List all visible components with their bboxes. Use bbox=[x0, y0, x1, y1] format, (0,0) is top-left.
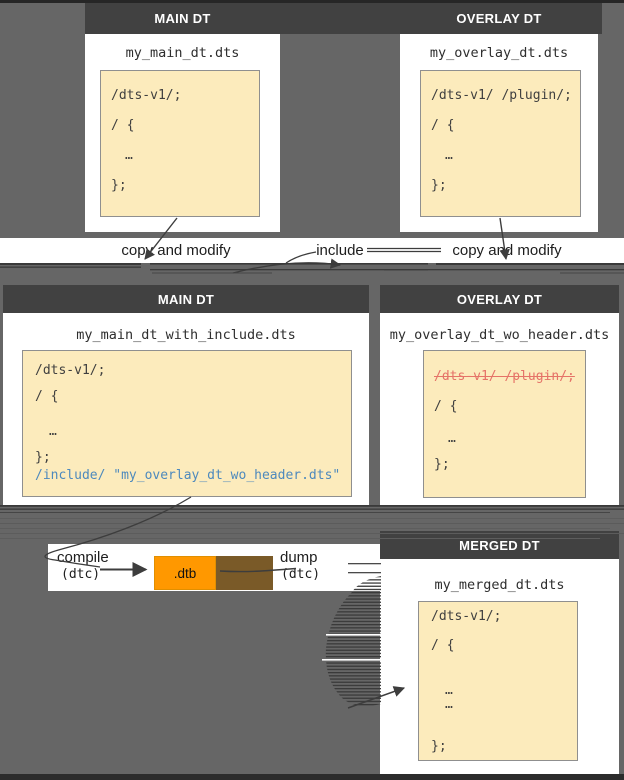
include-label: include bbox=[316, 242, 364, 259]
code-line: }; bbox=[431, 178, 447, 193]
code-line: }; bbox=[35, 450, 51, 465]
code-line: … bbox=[448, 431, 456, 446]
code-line: / { bbox=[431, 118, 455, 133]
code-line: /dts-v1/ /plugin/; bbox=[431, 88, 572, 103]
code-line: / { bbox=[434, 399, 458, 414]
code-line: … bbox=[445, 148, 453, 163]
row1-header-bar: MAIN DT OVERLAY DT bbox=[85, 3, 602, 34]
dump-swirl-cluster bbox=[325, 576, 381, 706]
dtb-file-box: .dtb bbox=[154, 556, 216, 590]
swirl-gap bbox=[326, 634, 381, 636]
row1-overlay-codebox: /dts-v1/ /plugin/; / { … }; bbox=[420, 70, 581, 217]
merged-codebox: /dts-v1/; / { … … }; bbox=[418, 601, 578, 761]
code-line: / { bbox=[35, 389, 59, 404]
top-border-strip bbox=[0, 0, 624, 3]
compile-tool-label: (dtc) bbox=[61, 567, 101, 582]
code-line: }; bbox=[434, 457, 450, 472]
code-line: … bbox=[125, 148, 133, 163]
code-line: / { bbox=[431, 638, 455, 653]
row1-main-codebox: /dts-v1/; / { … }; bbox=[100, 70, 260, 217]
row1-overlay-filename: my_overlay_dt.dts bbox=[429, 45, 569, 61]
include-arrow bbox=[232, 258, 342, 274]
code-line: }; bbox=[111, 178, 127, 193]
copy-and-modify-right-label: copy and modify bbox=[452, 242, 562, 259]
swirl-gap bbox=[322, 659, 381, 661]
row1-main-dt-header: MAIN DT bbox=[154, 11, 211, 26]
code-line: … bbox=[445, 683, 453, 698]
row2-main-header-bar: MAIN DT bbox=[3, 285, 369, 313]
row2-overlay-dt-card: my_overlay_dt_wo_header.dts /dts-v1/ /pl… bbox=[380, 313, 619, 505]
row2-main-dt-header: MAIN DT bbox=[157, 291, 215, 307]
dtb-label: .dtb bbox=[173, 565, 197, 581]
include-directive-line: /include/ "my_overlay_dt_wo_header.dts" bbox=[35, 468, 341, 483]
merged-dt-header: MERGED DT bbox=[459, 537, 540, 553]
row2-overlay-dt-header: OVERLAY DT bbox=[456, 291, 543, 307]
squish-band-upper bbox=[0, 263, 624, 274]
row1-main-filename: my_main_dt.dts bbox=[125, 45, 240, 61]
row2-overlay-filename: my_overlay_dt_wo_header.dts bbox=[389, 327, 610, 343]
copy-and-modify-left-label: copy and modify bbox=[121, 242, 231, 259]
merged-filename: my_merged_dt.dts bbox=[434, 577, 565, 593]
row1-main-dt-card: my_main_dt.dts /dts-v1/; / { … }; bbox=[85, 34, 280, 232]
row1-overlay-dt-card: my_overlay_dt.dts /dts-v1/ /plugin/; / {… bbox=[400, 34, 598, 232]
row2-overlay-header-bar: OVERLAY DT bbox=[380, 285, 619, 313]
code-line: /dts-v1/; bbox=[35, 363, 106, 378]
code-line: }; bbox=[431, 739, 447, 754]
row2-main-codebox: /dts-v1/; / { … }; /include/ "my_overlay… bbox=[22, 350, 352, 497]
row1-overlay-dt-header: OVERLAY DT bbox=[456, 11, 542, 26]
row2-overlay-codebox: /dts-v1/ /plugin/; / { … }; bbox=[423, 350, 586, 498]
row2-main-filename: my_main_dt_with_include.dts bbox=[76, 327, 296, 343]
code-line: … bbox=[49, 424, 57, 439]
deleted-header-line: /dts-v1/ /plugin/; bbox=[434, 369, 575, 384]
merged-header-bar: MERGED DT bbox=[380, 531, 619, 559]
code-line: / { bbox=[111, 118, 135, 133]
merged-dt-card: my_merged_dt.dts /dts-v1/; / { … … }; bbox=[380, 559, 619, 774]
row2-main-dt-card: my_main_dt_with_include.dts /dts-v1/; / … bbox=[3, 313, 369, 505]
compile-label: compile bbox=[57, 549, 109, 566]
code-line: … bbox=[445, 697, 453, 712]
code-line: /dts-v1/; bbox=[111, 88, 182, 103]
flow-label-band: copy and modify include copy and modify bbox=[0, 238, 624, 263]
dtb-shadow-box bbox=[216, 556, 273, 590]
bottom-border-strip bbox=[0, 774, 624, 780]
code-line: /dts-v1/; bbox=[431, 609, 502, 624]
dump-label: dump bbox=[280, 549, 318, 566]
dump-tool-label: (dtc) bbox=[281, 567, 321, 582]
